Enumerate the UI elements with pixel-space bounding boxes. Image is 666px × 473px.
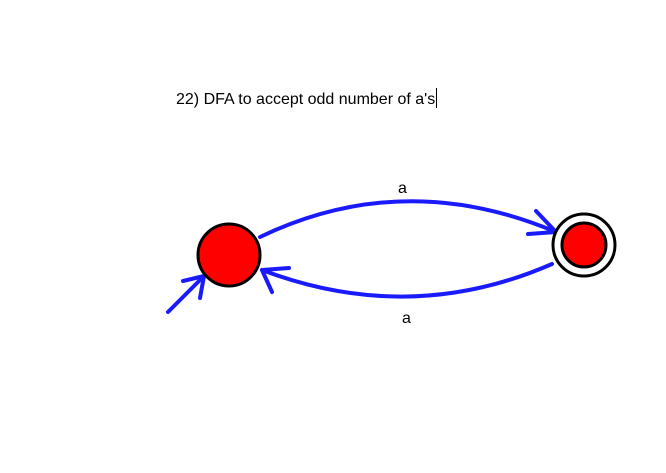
state-q1-inner-ring [560, 221, 608, 269]
diagram-title: 22) DFA to accept odd number of a's [176, 91, 436, 108]
transition-q1-to-q0-label: a [402, 310, 411, 327]
state-q0[interactable] [196, 222, 262, 288]
transition-q0-to-q1-label: a [398, 180, 407, 197]
initial-state-arrow [166, 274, 206, 314]
transition-q1-to-q0-arrowhead [260, 266, 291, 294]
transition-q0-to-q1[interactable] [258, 199, 558, 239]
text-caret [436, 88, 438, 109]
transition-q1-to-q0[interactable] [260, 262, 554, 299]
title-textbox[interactable]: 22) DFA to accept odd number of a's [176, 88, 438, 112]
initial-state-arrowhead [181, 274, 206, 300]
